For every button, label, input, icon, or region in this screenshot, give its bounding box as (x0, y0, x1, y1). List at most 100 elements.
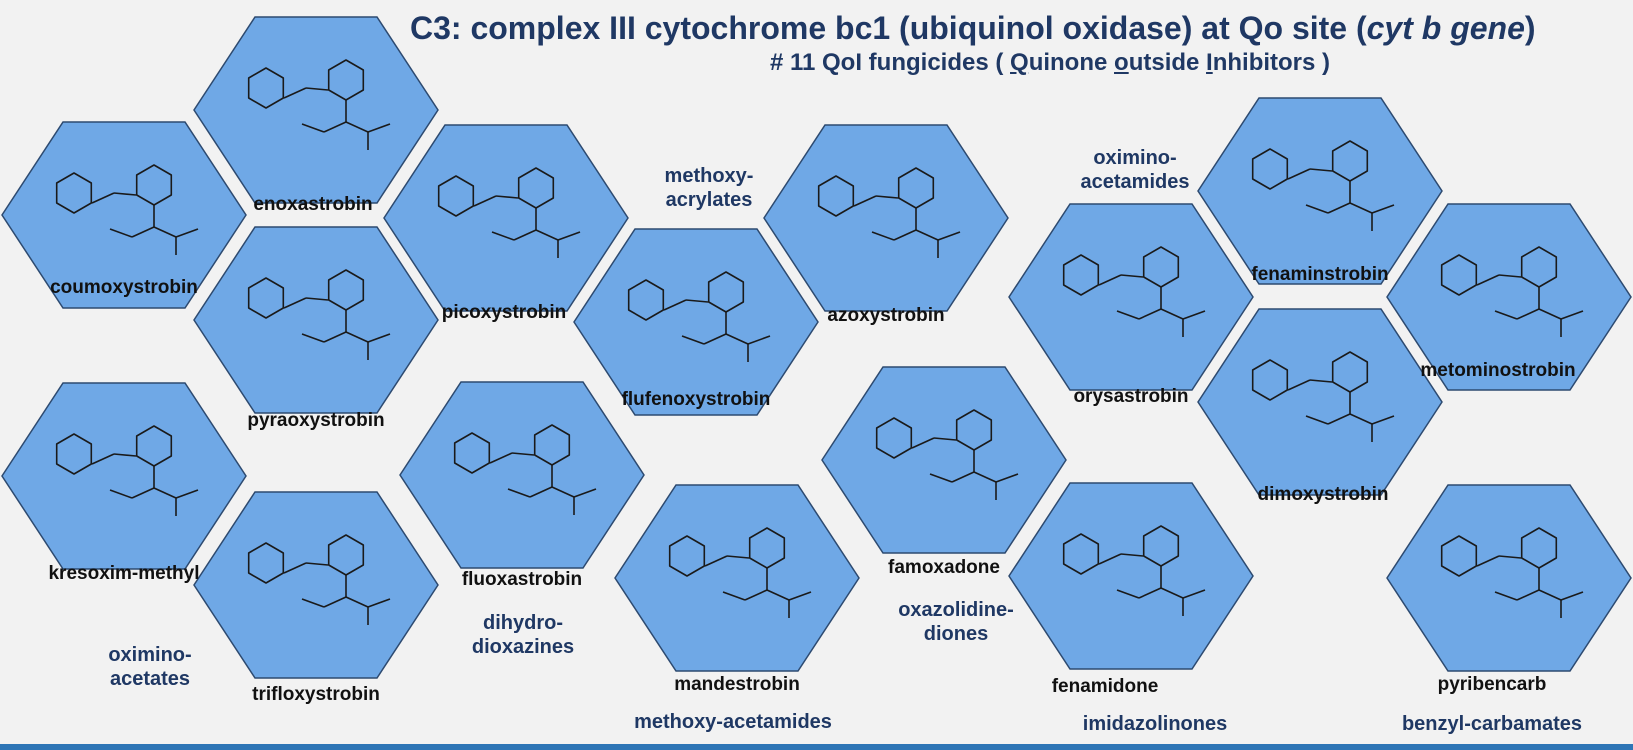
hexagon-mandestrobin (614, 484, 860, 672)
tile-enoxastrobin (193, 16, 439, 204)
compound-metominostrobin: metominostrobin (1420, 360, 1576, 381)
structure-metominostrobin (1440, 246, 1584, 337)
group-line: methoxy-acetamides (634, 711, 832, 733)
group-oximino-acetates: oximino-acetates (108, 643, 191, 691)
hexagon-enoxastrobin (193, 16, 439, 204)
structure-famoxadone (875, 409, 1019, 500)
hexagon-coumoxystrobin (1, 121, 247, 309)
tile-fenamidone (1008, 482, 1254, 670)
title-gene: cyt b gene (1366, 10, 1525, 46)
structure-dimoxystrobin (1251, 351, 1395, 442)
compound-orysastrobin: orysastrobin (1073, 386, 1189, 407)
title-close: ) (1524, 10, 1536, 46)
hexagon-metominostrobin (1386, 203, 1632, 391)
group-line: oxazolidine- (898, 599, 1014, 621)
structure-orysastrobin (1062, 246, 1206, 337)
group-line: diones (923, 623, 989, 645)
structure-fluoxastrobin (453, 424, 597, 515)
tile-azoxystrobin (763, 124, 1009, 312)
group-line: oximino- (1093, 147, 1177, 169)
structure-coumoxystrobin (55, 164, 199, 255)
hexagon-famoxadone (821, 366, 1067, 554)
structure-mandestrobin (668, 527, 812, 618)
structure-enoxastrobin (247, 59, 391, 150)
group-line: acrylates (665, 189, 753, 211)
compound-fenamidone: fenamidone (1051, 676, 1159, 697)
tile-dimoxystrobin (1197, 308, 1443, 496)
footer-bar (0, 744, 1633, 750)
tile-pyraoxystrobin (193, 226, 439, 414)
compound-flufenoxystrobin: flufenoxystrobin (621, 389, 771, 410)
tile-trifloxystrobin (193, 491, 439, 679)
tile-metominostrobin (1386, 203, 1632, 391)
tile-picoxystrobin (383, 124, 629, 312)
tile-pyribencarb (1386, 484, 1632, 672)
subtitle-i: I (1206, 49, 1213, 76)
group-line: imidazolinones (1082, 713, 1228, 735)
compound-trifloxystrobin: trifloxystrobin (252, 684, 380, 705)
compound-kresoxim-methyl: kresoxim-methyl (48, 563, 200, 584)
title-text: C3: complex III cytochrome bc1 (ubiquino… (410, 10, 1367, 46)
compound-pyraoxystrobin: pyraoxystrobin (247, 410, 385, 431)
subtitle-part: uinone (1028, 49, 1115, 76)
tile-kresoxim-methyl (1, 382, 247, 570)
structure-fenaminstrobin (1251, 140, 1395, 231)
group-methoxy-acetamides: methoxy-acetamides (634, 710, 832, 734)
hexagon-fenamidone (1008, 482, 1254, 670)
hexagon-orysastrobin (1008, 203, 1254, 391)
compound-coumoxystrobin: coumoxystrobin (50, 277, 198, 298)
tile-orysastrobin (1008, 203, 1254, 391)
hexagon-trifloxystrobin (193, 491, 439, 679)
tile-coumoxystrobin (1, 121, 247, 309)
hexagon-kresoxim-methyl (1, 382, 247, 570)
subtitle-part: nhibitors ) (1212, 49, 1331, 76)
tile-famoxadone (821, 366, 1067, 554)
compound-dimoxystrobin: dimoxystrobin (1257, 484, 1389, 505)
subtitle-o: o (1114, 49, 1129, 76)
tile-mandestrobin (614, 484, 860, 672)
tile-fluoxastrobin (399, 381, 645, 569)
structure-azoxystrobin (817, 167, 961, 258)
structure-fenamidone (1062, 525, 1206, 616)
group-line: benzyl-carbamates (1401, 713, 1583, 735)
group-line: acetamides (1080, 171, 1190, 193)
slide-title: C3: complex III cytochrome bc1 (ubiquino… (410, 10, 1633, 47)
structure-pyribencarb (1440, 527, 1584, 618)
hexagon-pyraoxystrobin (193, 226, 439, 414)
structure-kresoxim-methyl (55, 425, 199, 516)
group-line: methoxy- (664, 165, 754, 187)
hexagon-picoxystrobin (383, 124, 629, 312)
compound-fenaminstrobin: fenaminstrobin (1251, 264, 1389, 285)
tile-flufenoxystrobin (573, 228, 819, 416)
hexagon-dimoxystrobin (1197, 308, 1443, 496)
group-line: acetates (109, 668, 191, 690)
group-line: dihydro- (482, 612, 563, 634)
compound-pyribencarb: pyribencarb (1437, 674, 1547, 695)
structure-picoxystrobin (437, 167, 581, 258)
group-dihydro-dioxazines: dihydro-dioxazines (472, 611, 574, 659)
structure-pyraoxystrobin (247, 269, 391, 360)
compound-mandestrobin: mandestrobin (674, 674, 800, 695)
group-line: dioxazines (471, 636, 575, 658)
hexagon-flufenoxystrobin (573, 228, 819, 416)
subtitle-part: utside (1128, 49, 1207, 76)
hexagon-azoxystrobin (763, 124, 1009, 312)
compound-enoxastrobin: enoxastrobin (253, 194, 373, 215)
compound-fluoxastrobin: fluoxastrobin (461, 569, 583, 590)
compound-picoxystrobin: picoxystrobin (441, 302, 567, 323)
subtitle-part: # 11 QoI fungicides ( (769, 49, 1011, 76)
tile-fenaminstrobin (1197, 97, 1443, 285)
hexagon-fluoxastrobin (399, 381, 645, 569)
group-oxazolidine-diones: oxazolidine-diones (898, 598, 1014, 646)
structure-flufenoxystrobin (627, 271, 771, 362)
group-methoxy-acrylates: methoxy-acrylates (665, 164, 754, 212)
subtitle-q: Q (1010, 49, 1029, 76)
compound-famoxadone: famoxadone (888, 557, 1000, 578)
slide-subtitle: # 11 QoI fungicides ( Quinone outside In… (700, 49, 1400, 77)
group-benzyl-carbamates: benzyl-carbamates (1402, 712, 1582, 736)
structure-trifloxystrobin (247, 534, 391, 625)
hexagon-fenaminstrobin (1197, 97, 1443, 285)
hexagon-pyribencarb (1386, 484, 1632, 672)
compound-azoxystrobin: azoxystrobin (827, 305, 945, 326)
